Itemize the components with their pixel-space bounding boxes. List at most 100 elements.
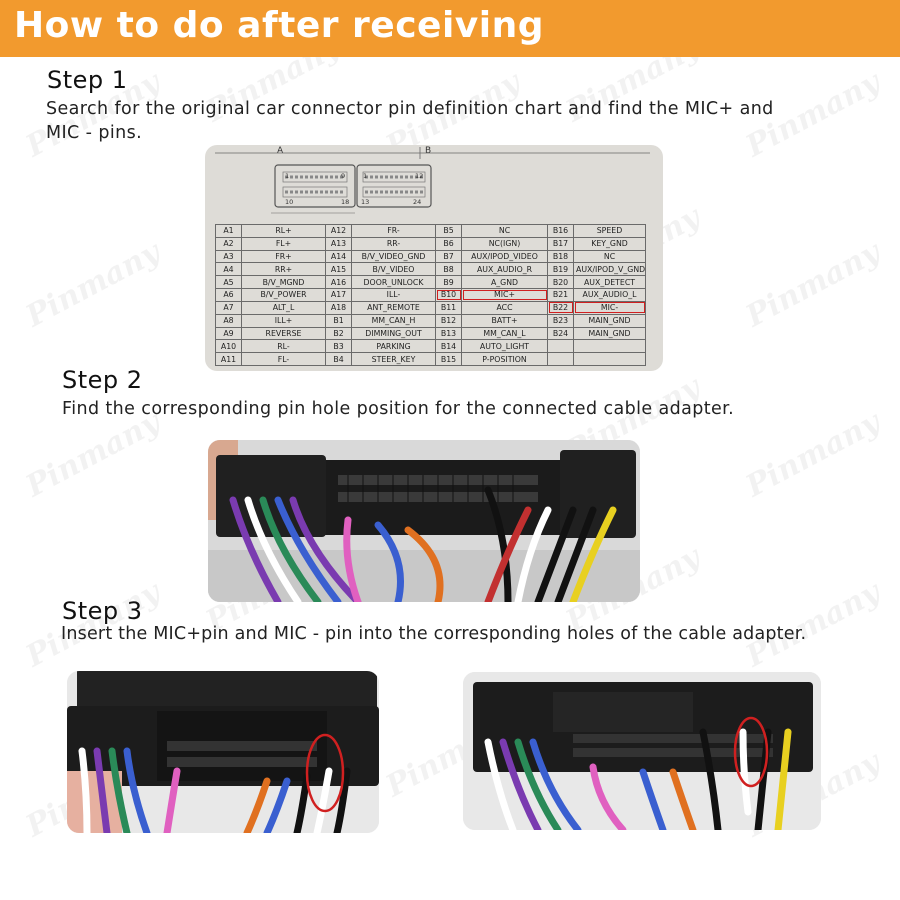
connector-diagram [215,147,650,214]
pin-function-cell: MM_CAN_H [351,313,436,328]
pin-function-cell: STEER_KEY [351,352,436,366]
pin-function-cell: FL- [241,352,326,366]
pin-insert-right-illustration [463,672,821,830]
pin-id-cell: B10 [435,288,462,302]
pin-id-cell: B16 [547,224,574,238]
pin-id-cell: B7 [435,249,462,264]
pin-id-cell [547,352,574,366]
pin-id-cell: A4 [215,262,242,277]
pin-id-cell: A15 [325,262,352,277]
pin-id-cell: B22 [547,300,574,315]
pin-id-cell: B8 [435,262,462,277]
step-3-description: Insert the MIC+pin and MIC - pin into th… [61,624,807,644]
pin-id-cell: B11 [435,300,462,315]
watermark-text: Pinmany [20,234,166,335]
pin-function-cell: ILL+ [241,313,326,328]
pin-function-cell: FR- [351,224,436,238]
pin-id-cell: B5 [435,224,462,238]
pin-id-cell: A14 [325,249,352,264]
pin-function-cell: MAIN_GND [573,313,646,328]
connector-b-label: B [425,146,432,156]
pin-function-cell: REVERSE [241,326,326,341]
pin-function-cell [573,339,646,354]
step-2-title: Step 2 [62,366,143,394]
pin-number: 10 [285,198,294,206]
pin-function-cell: FL+ [241,236,326,251]
pin-id-cell: A18 [325,300,352,315]
pin-function-cell: MM_CAN_L [461,326,548,341]
page-title: How to do after receiving [14,5,544,46]
pin-id-cell: A13 [325,236,352,251]
pin-id-cell: A8 [215,313,242,328]
pin-number: 24 [413,198,422,206]
pin-id-cell: B24 [547,326,574,341]
pin-id-cell: B2 [325,326,352,341]
pin-number: 9 [341,172,346,180]
pin-id-cell: B1 [325,313,352,328]
pin-function-cell: P-POSITION [461,352,548,366]
pin-id-cell: B9 [435,275,462,290]
pin-id-cell: B19 [547,262,574,277]
pin-id-cell: B20 [547,275,574,290]
step-2-description: Find the corresponding pin hole position… [62,399,735,419]
pin-function-cell: B/V_POWER [241,288,326,302]
pin-id-cell: B14 [435,339,462,354]
pin-id-cell: B13 [435,326,462,341]
pin-id-cell: A9 [215,326,242,341]
pin-function-cell: FR+ [241,249,326,264]
pin-function-cell: B/V_VIDEO_GND [351,249,436,264]
pin-function-cell: RL+ [241,224,326,238]
pin-function-cell: AUX_AUDIO_R [461,262,548,277]
pin-function-cell: AUTO_LIGHT [461,339,548,354]
pin-id-cell: B4 [325,352,352,366]
cable-adapter-illustration [208,440,640,602]
pin-id-cell: A2 [215,236,242,251]
pin-number: 18 [341,198,350,206]
pin-function-cell: B/V_VIDEO [351,262,436,277]
pin-function-cell: KEY_GND [573,236,646,251]
pin-function-cell: AUX/IPOD_V_GND [573,262,646,277]
pin-number: 1 [363,172,368,180]
pin-function-cell: MAIN_GND [573,326,646,341]
pin-function-cell: NC [573,249,646,264]
pin-insert-left-illustration [67,671,379,833]
pin-function-cell: ALT_L [241,300,326,315]
pin-insert-photo-left [67,671,379,833]
pin-number: 1 [285,172,290,180]
pin-id-cell: A10 [215,339,242,354]
step-1-description: Search for the original car connector pi… [46,99,774,143]
pin-function-cell: MIC- [573,300,646,315]
header-banner: How to do after receiving [0,0,900,57]
pin-function-cell: RR+ [241,262,326,277]
pin-function-cell: ACC [461,300,548,315]
pin-function-cell: DIMMING_OUT [351,326,436,341]
pin-function-cell: AUX_DETECT [573,275,646,290]
pin-function-cell: SPEED [573,224,646,238]
pin-id-cell: B6 [435,236,462,251]
pin-function-cell: B/V_MGND [241,275,326,290]
pin-id-cell: B3 [325,339,352,354]
pin-function-cell: BATT+ [461,313,548,328]
pin-id-cell [547,339,574,354]
pin-id-cell: A17 [325,288,352,302]
pin-function-cell: ILL- [351,288,436,302]
pin-function-cell: DOOR_UNLOCK [351,275,436,290]
watermark-text: Pinmany [740,234,886,335]
pin-id-cell: B17 [547,236,574,251]
pin-id-cell: A16 [325,275,352,290]
pin-function-cell: MIC+ [461,288,548,302]
pin-id-cell: B12 [435,313,462,328]
highlight-circle [733,716,769,788]
pin-number: 12 [415,172,424,180]
